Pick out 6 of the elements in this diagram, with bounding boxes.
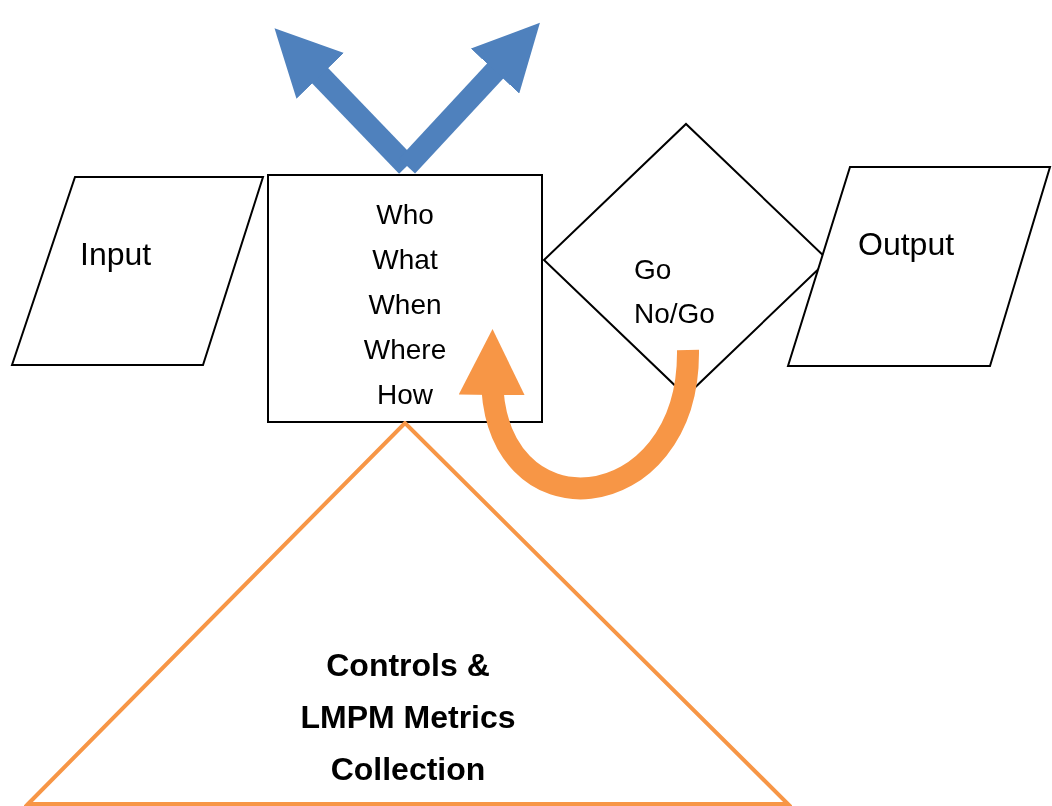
- node-label: Output: [858, 225, 956, 264]
- node-label: Input: [80, 235, 153, 274]
- arrow: [461, 329, 699, 499]
- node-label: Controls & LMPM Metrics Collection: [299, 646, 517, 789]
- node-label: Go No/Go: [634, 253, 716, 331]
- node-label: Who What When Where How: [362, 198, 448, 412]
